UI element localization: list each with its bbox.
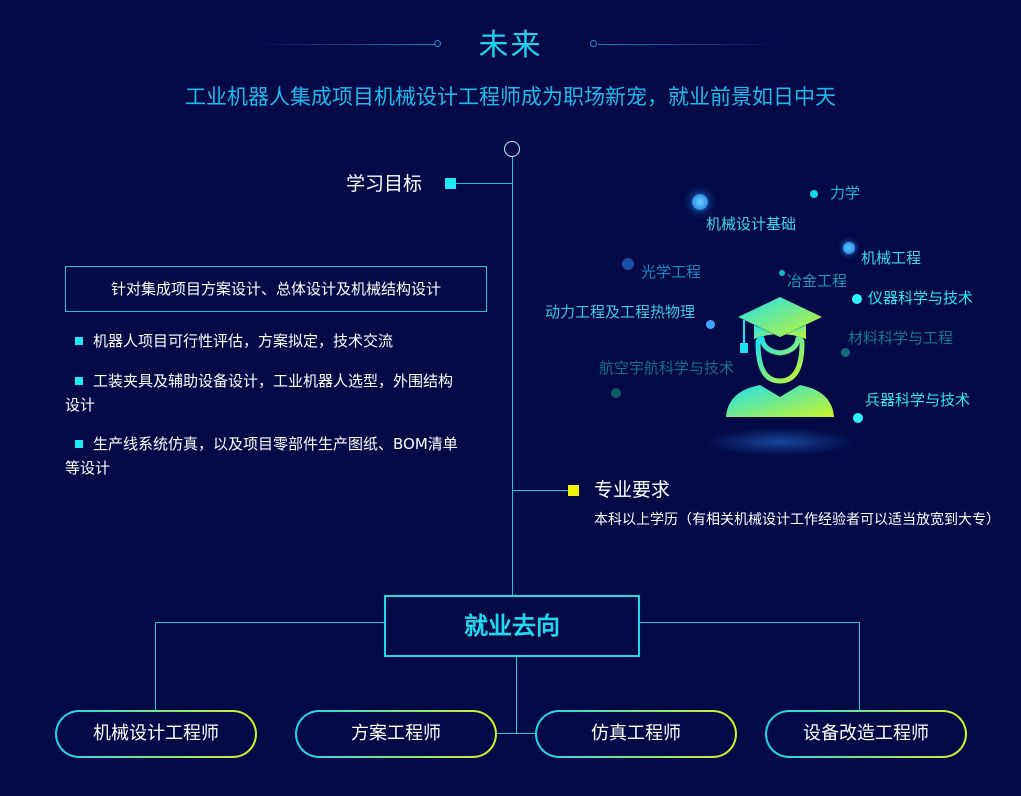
- job-label: 机械设计工程师: [57, 712, 255, 756]
- header-dot-right: [590, 40, 597, 47]
- graduate-icon: [724, 295, 836, 420]
- learning-goal-marker: [445, 178, 456, 189]
- career-branch-right-drop: [859, 622, 860, 710]
- job-pill-solution-engineer: 方案工程师: [295, 710, 497, 758]
- subject-word: 仪器科学与技术: [868, 289, 974, 307]
- page-subtitle: 工业机器人集成项目机械设计工程师成为职场新宠，就业前景如日中天: [185, 85, 836, 109]
- learning-goal-box: 针对集成项目方案设计、总体设计及机械结构设计: [65, 266, 487, 312]
- subject-word: 冶金工程: [787, 272, 848, 290]
- header-dot-left: [434, 40, 441, 47]
- subject-word: 机械设计基础: [706, 215, 797, 233]
- cloud-dot: [852, 294, 862, 304]
- cloud-dot: [706, 320, 715, 329]
- career-branch-left-drop: [155, 622, 156, 710]
- career-branch-center: [516, 657, 517, 733]
- career-heading: 就业去向: [464, 612, 560, 640]
- timeline-spine: [512, 157, 513, 595]
- subject-word: 材料科学与工程: [848, 329, 954, 347]
- timeline-start-circle: [504, 141, 520, 157]
- requirements-connector: [512, 490, 568, 491]
- job-pill-equipment-engineer: 设备改造工程师: [765, 710, 967, 758]
- cloud-dot: [843, 242, 855, 254]
- career-heading-box: 就业去向: [384, 595, 640, 657]
- subject-word: 力学: [830, 184, 861, 202]
- bullet-marker: [75, 377, 83, 385]
- graduate-glow: [705, 428, 855, 456]
- cloud-dot: [779, 270, 785, 276]
- bullet-marker: [75, 337, 83, 345]
- cloud-dot: [692, 194, 708, 210]
- job-label: 仿真工程师: [537, 712, 735, 756]
- cloud-dot: [810, 190, 818, 198]
- learning-goal-heading: 学习目标: [346, 173, 423, 195]
- career-branch-right: [640, 622, 859, 623]
- learning-goal-box-text: 针对集成项目方案设计、总体设计及机械结构设计: [110, 280, 441, 298]
- cloud-dot: [611, 388, 621, 398]
- subject-word: 航空宇航科学与技术: [599, 359, 735, 377]
- header-line-right: [598, 44, 784, 45]
- requirements-marker: [568, 485, 579, 496]
- learning-goal-connector: [456, 183, 512, 184]
- bullet-marker: [75, 440, 83, 448]
- page-title: 未来: [478, 28, 543, 63]
- career-branch-left: [155, 622, 384, 623]
- subject-word: 光学工程: [641, 263, 702, 281]
- learning-bullet-1: 机器人项目可行性评估，方案拟定，技术交流: [93, 332, 394, 350]
- cloud-dot: [622, 258, 634, 270]
- subject-word: 兵器科学与技术: [865, 391, 971, 409]
- requirements-heading: 专业要求: [594, 479, 671, 501]
- career-branch-center-link: [496, 733, 536, 734]
- learning-bullet-2: 工装夹具及辅助设备设计，工业机器人选型，外围结构设计: [65, 372, 454, 414]
- header-line-left: [250, 44, 436, 45]
- job-pill-simulation-engineer: 仿真工程师: [535, 710, 737, 758]
- subject-word: 机械工程: [861, 249, 922, 267]
- subject-word: 动力工程及工程热物理: [545, 303, 696, 321]
- cloud-dot: [853, 413, 863, 423]
- cloud-dot: [841, 348, 850, 357]
- learning-bullet-3: 生产线系统仿真，以及项目零部件生产图纸、BOM清单等设计: [65, 435, 458, 477]
- job-label: 方案工程师: [297, 712, 495, 756]
- job-pill-mechanical-designer: 机械设计工程师: [55, 710, 257, 758]
- requirements-text: 本科以上学历（有相关机械设计工作经验者可以适当放宽到大专）: [594, 512, 1000, 528]
- job-label: 设备改造工程师: [767, 712, 965, 756]
